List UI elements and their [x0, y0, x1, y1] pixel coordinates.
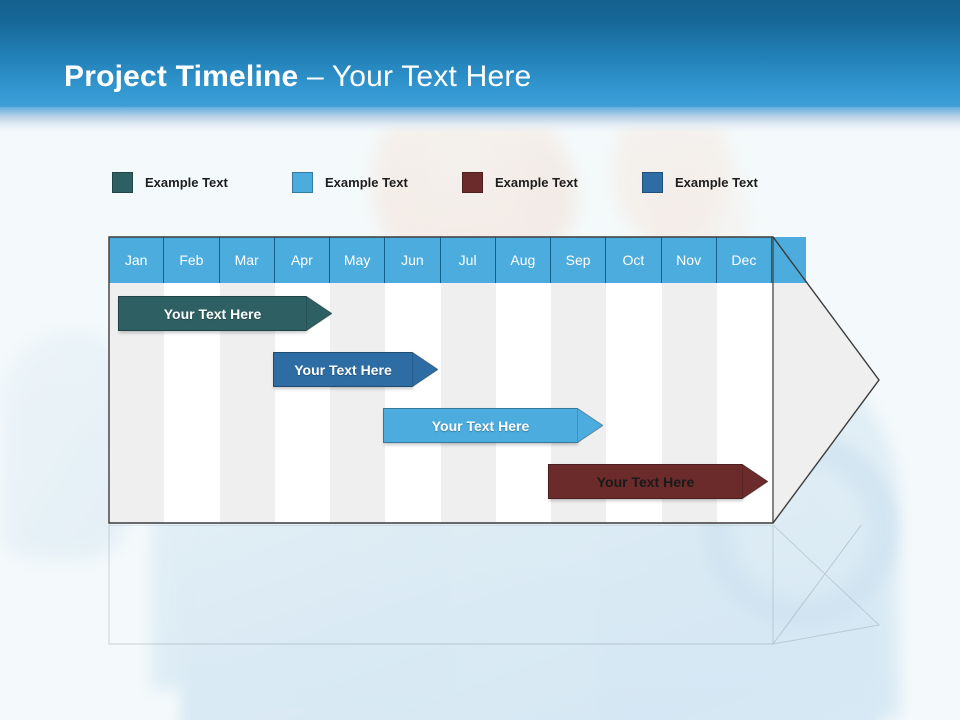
legend-swatch-icon-4: [642, 171, 663, 193]
legend-item-label: Example Text: [145, 174, 228, 190]
timeline-bar-1[interactable]: Your Text Here: [118, 296, 332, 331]
timeline-bar-body: Your Text Here: [548, 464, 742, 499]
month-header-jan[interactable]: Jan: [109, 237, 165, 283]
arrow-reflection: [108, 525, 880, 645]
timeline-bar-body: Your Text Here: [273, 352, 412, 387]
timeline-column-jan: Jan: [109, 237, 165, 523]
timeline-bar-body: Your Text Here: [118, 296, 306, 331]
arrow-outline: [108, 236, 880, 524]
legend-item-label: Example Text: [675, 174, 758, 190]
month-header-mar[interactable]: Mar: [219, 237, 275, 283]
timeline-bar-arrow-head-icon: [306, 296, 332, 331]
legend: Example Text Example Text Example Text Exam…: [112, 170, 812, 194]
month-header-sep[interactable]: Sep: [551, 237, 607, 283]
month-header-jul[interactable]: Jul: [440, 237, 496, 283]
arrow-head-blue-wedge: [772, 237, 879, 283]
timeline-column-aug: Aug: [495, 237, 551, 523]
legend-item-label: Example Text: [495, 174, 578, 190]
header-fade: [0, 107, 960, 132]
timeline-column-feb: Feb: [164, 237, 220, 523]
timeline-bar-2[interactable]: Your Text Here: [273, 352, 438, 387]
month-header-may[interactable]: May: [330, 237, 386, 283]
month-header-dec[interactable]: Dec: [716, 237, 772, 283]
legend-item-1[interactable]: Example Text: [112, 170, 228, 194]
month-header-oct[interactable]: Oct: [606, 237, 662, 283]
page-title-bold: Project Timeline: [64, 60, 299, 93]
month-header-apr[interactable]: Apr: [274, 237, 330, 283]
timeline-bar-arrow-head-icon: [412, 352, 438, 387]
page-title: Project Timeline – Your Text Here: [64, 60, 531, 94]
month-header-feb[interactable]: Feb: [164, 237, 220, 283]
timeline-column-jul: Jul: [440, 237, 496, 523]
page-title-light: Your Text Here: [331, 60, 532, 93]
timeline-bar-body: Your Text Here: [383, 408, 577, 443]
legend-item-label: Example Text: [325, 174, 408, 190]
timeline-bar-4[interactable]: Your Text Here: [548, 464, 768, 499]
legend-swatch-icon-1: [112, 171, 133, 193]
month-header-nov[interactable]: Nov: [661, 237, 717, 283]
timeline-bar-label: Your Text Here: [431, 417, 530, 434]
legend-swatch-icon-2: [292, 171, 313, 193]
timeline-bar-3[interactable]: Your Text Here: [383, 408, 603, 443]
arrow-head-fill: [772, 237, 880, 523]
legend-swatch-icon-3: [462, 171, 483, 193]
timeline-bar-label: Your Text Here: [294, 361, 392, 378]
page-title-separator: –: [298, 60, 332, 93]
header-band: [0, 0, 960, 107]
timeline-bar-label: Your Text Here: [163, 305, 262, 322]
legend-item-4[interactable]: Example Text: [642, 170, 758, 194]
timeline-bar-label: Your Text Here: [596, 473, 695, 490]
timeline-column-mar: Mar: [219, 237, 275, 523]
legend-item-3[interactable]: Example Text: [462, 170, 578, 194]
timeline-bar-arrow-head-icon: [577, 408, 603, 443]
legend-item-2[interactable]: Example Text: [292, 170, 408, 194]
timeline-bar-arrow-head-icon: [742, 464, 768, 499]
month-header-jun[interactable]: Jun: [385, 237, 441, 283]
month-header-aug[interactable]: Aug: [495, 237, 551, 283]
